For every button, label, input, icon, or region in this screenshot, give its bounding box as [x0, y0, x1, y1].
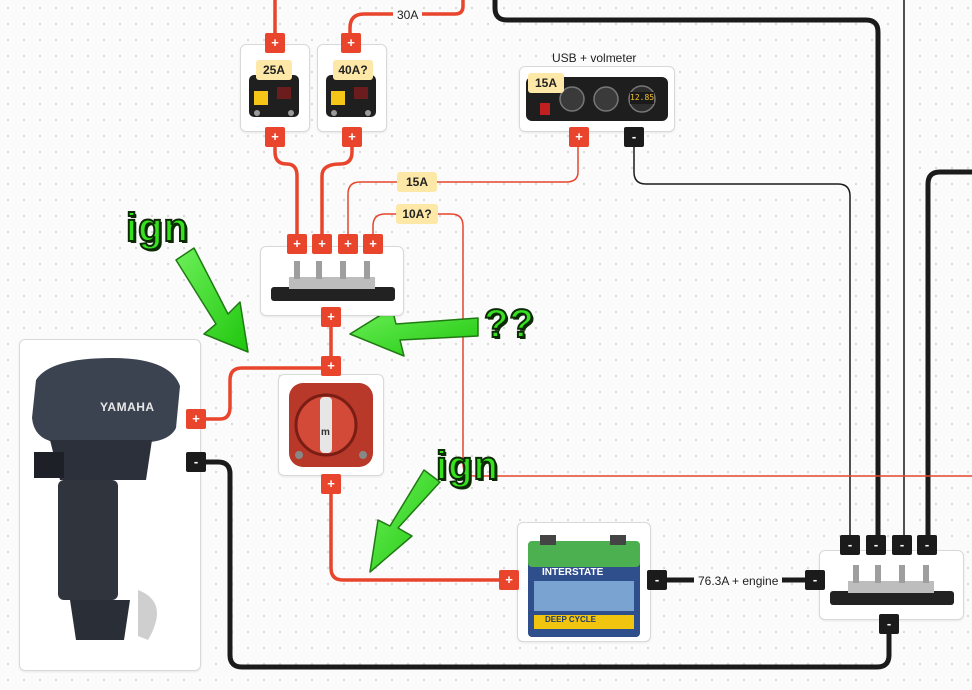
arrow-annotation-icon: [369, 469, 441, 573]
pos-wire-battery: [329, 491, 501, 582]
bus-bar-icon: [830, 565, 954, 605]
breaker-25a-input-terminal[interactable]: +: [265, 33, 285, 53]
wire-label-10a: 10A?: [396, 204, 438, 224]
wire-label-15a: 15A: [397, 172, 437, 192]
bus-output-terminal[interactable]: +: [321, 307, 341, 327]
battery-negative-terminal[interactable]: -: [647, 570, 667, 590]
outboard-engine-card[interactable]: [19, 339, 201, 671]
neg-bus-terminal-4[interactable]: -: [917, 535, 937, 555]
battery-brand: INTERSTATE: [542, 567, 604, 578]
annotation-question: ??: [483, 301, 535, 347]
usb-negative-terminal[interactable]: -: [624, 127, 644, 147]
annotation-ign-top: ign: [125, 205, 189, 251]
wire-label-load: 76.3A + engine: [694, 573, 783, 589]
breaker-25a-card[interactable]: [240, 44, 310, 132]
usb-fuse-label: 15A: [528, 73, 564, 93]
neg-wire-engine: [203, 459, 892, 670]
bus-terminal-3[interactable]: +: [338, 234, 358, 254]
bus-terminal-2[interactable]: +: [312, 234, 332, 254]
battery-card[interactable]: [517, 522, 651, 642]
neg-bus-terminal-1[interactable]: -: [840, 535, 860, 555]
pos-wire-15a: [347, 145, 579, 235]
breaker-25a-output-terminal[interactable]: +: [265, 127, 285, 147]
neg-bus-input-terminal[interactable]: -: [805, 570, 825, 590]
engine-negative-terminal[interactable]: -: [186, 452, 206, 472]
neg-wire-top: [492, 0, 881, 548]
neg-wire-right: [925, 169, 972, 548]
bus-terminal-1[interactable]: +: [287, 234, 307, 254]
battery-switch-icon: [289, 383, 373, 467]
pos-wire-25a-bus: [273, 144, 299, 236]
switch-output-terminal[interactable]: +: [321, 474, 341, 494]
engine-brand: YAMAHA: [100, 400, 155, 414]
breaker-40a-output-terminal[interactable]: +: [342, 127, 362, 147]
breaker-40a-card[interactable]: [317, 44, 387, 132]
battery-type: DEEP CYCLE: [545, 615, 596, 624]
pos-wire-engine: [204, 366, 323, 421]
battery-icon: [528, 535, 640, 637]
battery-switch-card[interactable]: [278, 374, 384, 476]
neg-wire-usb: [633, 146, 851, 546]
usb-volt-display: 12.85: [630, 93, 655, 102]
breaker-icon: [326, 75, 376, 117]
pos-wire-10a: [372, 213, 972, 477]
battery-positive-terminal[interactable]: +: [499, 570, 519, 590]
switch-input-terminal[interactable]: +: [321, 356, 341, 376]
wire-label-30a: 30A: [393, 7, 423, 23]
usb-panel-title: USB + volmeter: [552, 51, 637, 65]
breaker-40a-label: 40A?: [333, 60, 373, 80]
battery-switch-mark: m: [321, 427, 330, 438]
breaker-25a-label: 25A: [256, 60, 292, 80]
breaker-icon: [249, 75, 299, 117]
arrow-annotation-icon: [175, 247, 249, 353]
arrow-annotation-icon: [349, 307, 479, 357]
neg-bus-terminal-3[interactable]: -: [892, 535, 912, 555]
breaker-40a-input-terminal[interactable]: +: [341, 33, 361, 53]
outboard-engine-icon: [32, 358, 180, 640]
annotation-ign-bottom: ign: [435, 443, 499, 489]
positive-bus-bar-card[interactable]: [260, 246, 404, 316]
bus-bar-icon: [271, 261, 395, 301]
bus-terminal-4[interactable]: +: [363, 234, 383, 254]
pos-wire-40a-bus: [320, 144, 354, 236]
engine-positive-terminal[interactable]: +: [186, 409, 206, 429]
neg-bus-terminal-2[interactable]: -: [866, 535, 886, 555]
usb-positive-terminal[interactable]: +: [569, 127, 589, 147]
negative-bus-bar-card[interactable]: [819, 550, 964, 620]
neg-bus-output-terminal[interactable]: -: [879, 614, 899, 634]
